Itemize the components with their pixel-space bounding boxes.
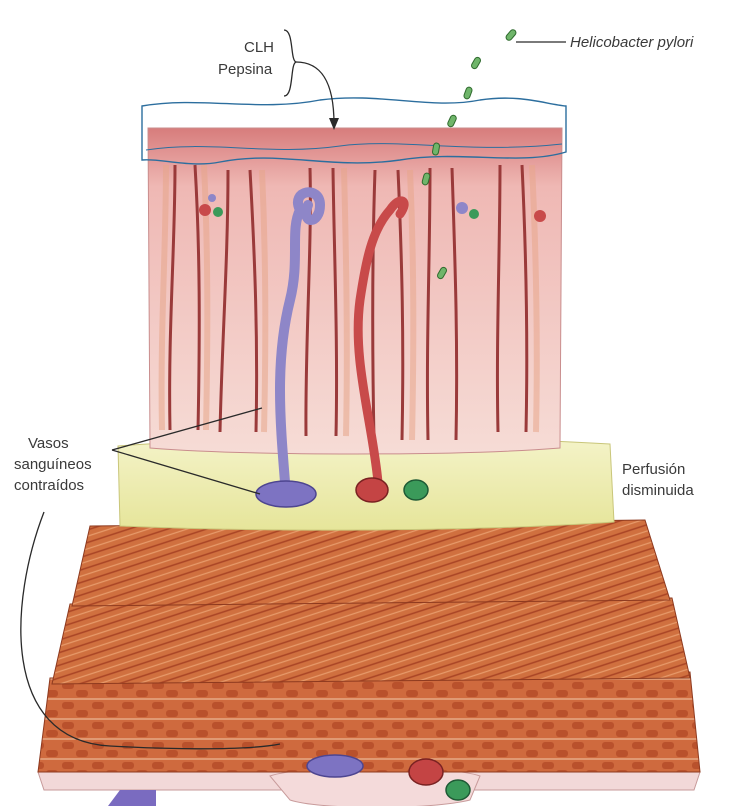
label-vessels-2: sanguíneos (14, 455, 92, 474)
artery-cross-section (356, 478, 388, 502)
corner-decoration (108, 790, 156, 806)
mucosa-layer (148, 128, 562, 454)
label-clh: CLH (244, 38, 274, 57)
label-perfusion-1: Perfusión (622, 460, 685, 479)
label-vessels-1: Vasos (28, 434, 69, 453)
label-pepsina: Pepsina (218, 60, 272, 79)
label-perfusion-2: disminuida (622, 481, 694, 500)
acid-pepsin-brace (284, 30, 296, 96)
label-vessels-3: contraídos (14, 476, 84, 495)
muscularis-layer (38, 520, 700, 772)
lymph-vessel-cross-section (404, 480, 428, 500)
vein-cross-section (256, 481, 316, 507)
acid-pepsin-arrow (296, 62, 334, 124)
label-helicobacter: Helicobacter pylori (570, 33, 693, 52)
